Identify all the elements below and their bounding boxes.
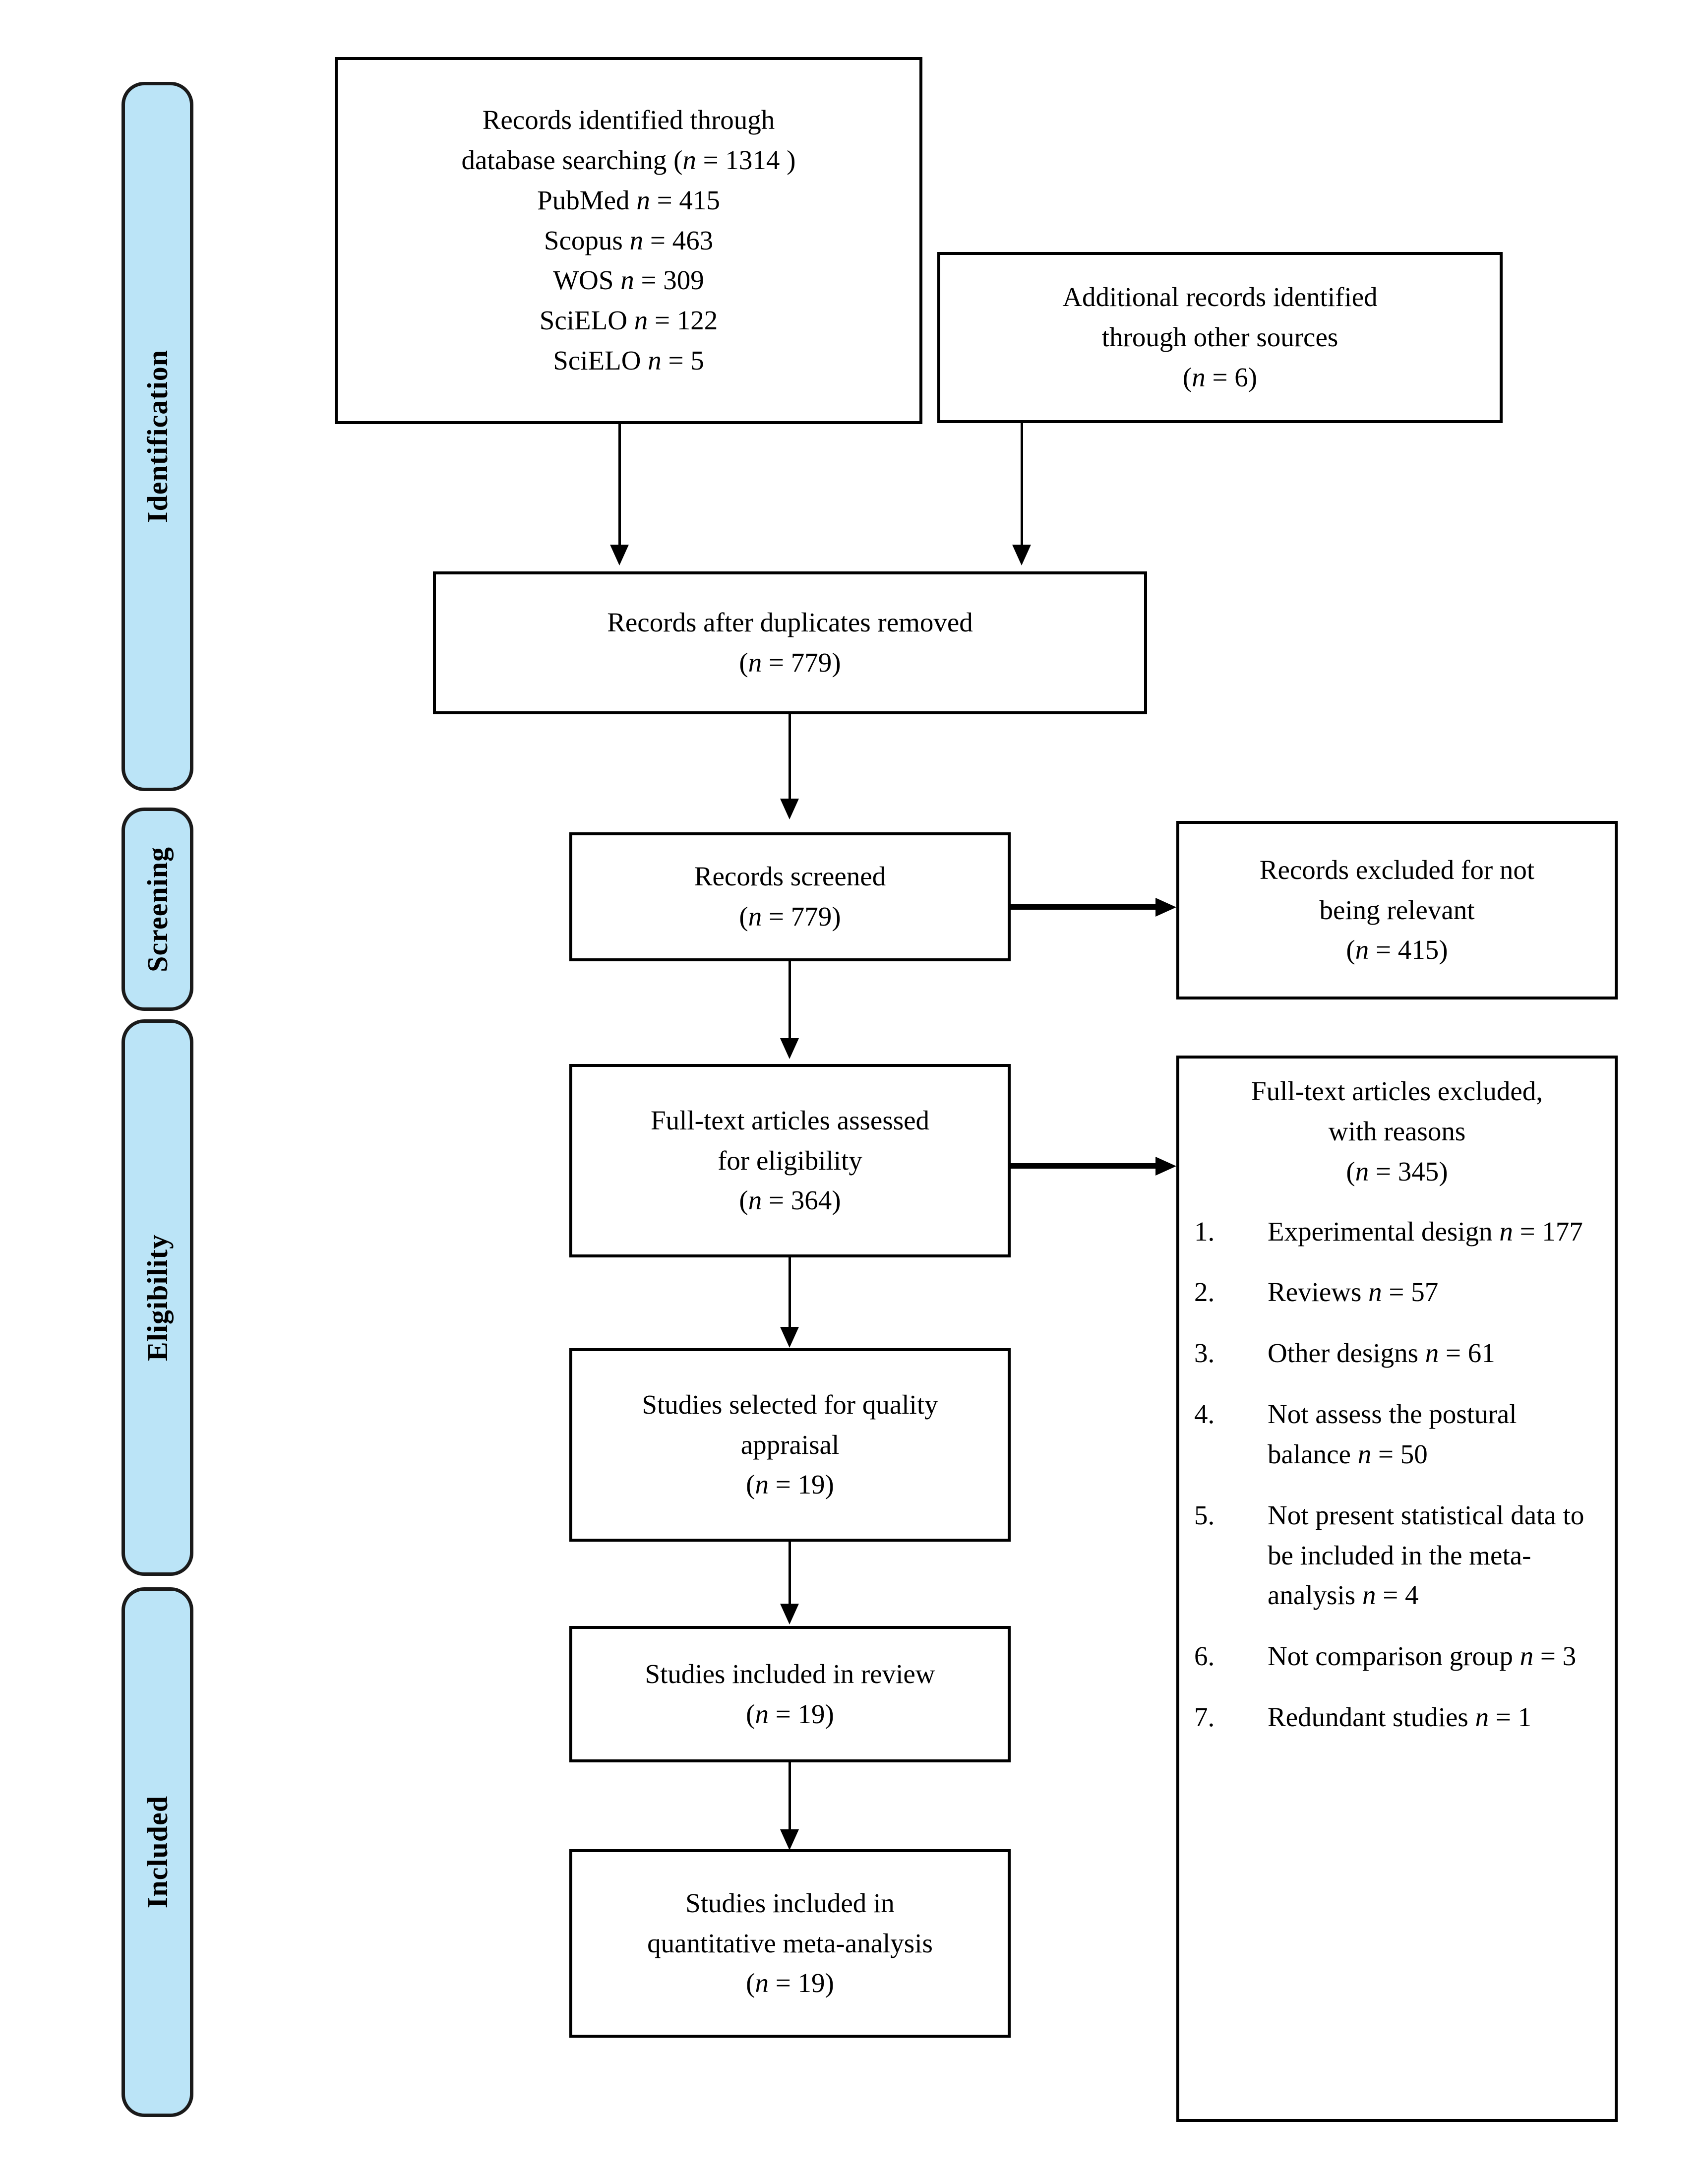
included-meta-line-2: quantitative meta-analysis	[647, 1928, 933, 1958]
box-fulltext-excluded: Full-text articles excluded, with reason…	[1176, 1056, 1618, 2122]
list-item: 4. Not assess the postural balance n = 5…	[1194, 1394, 1600, 1475]
records-identified-line-2: database searching (n = 1314 )	[461, 144, 796, 175]
included-meta-line-1: Studies included in	[685, 1887, 895, 1918]
reason-number: 4.	[1194, 1399, 1215, 1430]
box-fulltext-assessed: Full-text articles assessed for eligibil…	[569, 1064, 1011, 1257]
connector-fulltext-to-excluded	[1011, 1163, 1157, 1169]
list-item: 3. Other designs n = 61	[1194, 1333, 1600, 1373]
included-review-line-1: Studies included in review	[645, 1658, 935, 1689]
arrowhead-appraisal-to-review	[780, 1604, 799, 1624]
records-excluded-line-2: being relevant	[1319, 894, 1475, 925]
box-quality-appraisal: Studies selected for quality appraisal (…	[569, 1348, 1011, 1542]
arrowhead-additional-to-duplicates	[1012, 545, 1031, 565]
connector-identified-to-duplicates	[618, 424, 621, 551]
reason-number: 6.	[1194, 1641, 1215, 1672]
list-item: 6. Not comparison group n = 3	[1194, 1636, 1600, 1677]
reason-number: 5.	[1194, 1499, 1215, 1530]
reason-number: 1.	[1194, 1216, 1215, 1247]
arrowhead-screened-to-excluded	[1155, 898, 1176, 917]
records-identified-line-4: Scopus n = 463	[544, 225, 714, 255]
reason-number: 7.	[1194, 1702, 1215, 1733]
arrowhead-screened-to-fulltext	[780, 1038, 799, 1059]
phase-bar-included: Included	[122, 1587, 193, 2117]
quality-appraisal-line-2: appraisal	[740, 1429, 840, 1460]
reason-number: 3.	[1194, 1338, 1215, 1369]
list-item: 7. Redundant studies n = 1	[1194, 1697, 1600, 1738]
included-review-line-2: (n = 19)	[746, 1698, 834, 1729]
fulltext-assessed-line-1: Full-text articles assessed	[650, 1105, 930, 1135]
arrowhead-identified-to-duplicates	[610, 545, 629, 565]
arrowhead-review-to-meta	[780, 1829, 799, 1850]
list-item: 5. Not present statistical data to be in…	[1194, 1496, 1600, 1616]
reason-text: Redundant studies n = 1	[1268, 1702, 1532, 1733]
records-excluded-line-3: (n = 415)	[1346, 935, 1448, 965]
connector-fulltext-to-appraisal	[789, 1257, 791, 1332]
connector-appraisal-to-review	[789, 1542, 791, 1609]
phase-bar-identification: Identification	[122, 82, 193, 791]
duplicates-removed-line-2: (n = 779)	[739, 647, 841, 678]
records-identified-line-6: SciELO n = 122	[539, 305, 718, 336]
fulltext-assessed-line-2: for eligibility	[718, 1145, 862, 1176]
arrowhead-duplicates-to-screened	[780, 799, 799, 819]
quality-appraisal-line-1: Studies selected for quality	[642, 1389, 938, 1420]
connector-screened-to-fulltext	[789, 961, 791, 1043]
connector-review-to-meta	[789, 1762, 791, 1834]
exclusion-reasons-list: 1. Experimental design n = 177 2. Review…	[1194, 1212, 1600, 1738]
reason-text: Reviews n = 57	[1268, 1277, 1439, 1308]
fulltext-assessed-line-3: (n = 364)	[739, 1185, 841, 1216]
connector-additional-to-duplicates	[1021, 423, 1023, 551]
records-excluded-line-1: Records excluded for not	[1259, 854, 1535, 885]
box-records-screened: Records screened (n = 779)	[569, 832, 1011, 961]
box-additional-records: Additional records identified through ot…	[937, 252, 1503, 423]
additional-records-line-3: (n = 6)	[1182, 362, 1258, 392]
phase-bar-eligibility: Eligibility	[122, 1019, 193, 1576]
arrowhead-fulltext-to-excluded	[1155, 1157, 1176, 1176]
phase-label-included: Included	[141, 1796, 174, 1909]
box-duplicates-removed: Records after duplicates removed (n = 77…	[433, 571, 1147, 714]
connector-duplicates-to-screened	[789, 714, 791, 804]
reason-text: Not comparison group n = 3	[1268, 1641, 1577, 1672]
reason-number: 2.	[1194, 1277, 1215, 1308]
records-identified-line-5: WOS n = 309	[553, 265, 704, 296]
fulltext-excluded-line-1: Full-text articles excluded,	[1251, 1076, 1543, 1106]
phase-label-identification: Identification	[141, 350, 174, 523]
quality-appraisal-line-3: (n = 19)	[746, 1469, 834, 1500]
box-included-review: Studies included in review (n = 19)	[569, 1626, 1011, 1762]
arrowhead-fulltext-to-appraisal	[780, 1327, 799, 1348]
records-screened-line-2: (n = 779)	[739, 901, 841, 932]
box-included-meta-analysis: Studies included in quantitative meta-an…	[569, 1849, 1011, 2038]
reason-text: Experimental design n = 177	[1268, 1216, 1583, 1247]
fulltext-excluded-header: Full-text articles excluded, with reason…	[1194, 1071, 1600, 1192]
list-item: 2. Reviews n = 57	[1194, 1272, 1600, 1312]
records-identified-line-3: PubMed n = 415	[537, 185, 720, 215]
included-meta-line-3: (n = 19)	[746, 1968, 834, 1998]
box-records-identified: Records identified through database sear…	[335, 57, 922, 424]
phase-bar-screening: Screening	[122, 808, 193, 1011]
reason-text: Not assess the postural balance n = 50	[1268, 1399, 1517, 1469]
reason-text: Other designs n = 61	[1268, 1338, 1495, 1369]
box-records-excluded: Records excluded for not being relevant …	[1176, 821, 1618, 999]
connector-screened-to-excluded	[1011, 904, 1157, 910]
phase-label-eligibility: Eligibility	[141, 1234, 174, 1361]
duplicates-removed-line-1: Records after duplicates removed	[607, 607, 973, 638]
list-item: 1. Experimental design n = 177	[1194, 1212, 1600, 1252]
additional-records-line-2: through other sources	[1101, 322, 1338, 353]
fulltext-excluded-line-2: with reasons	[1328, 1116, 1466, 1146]
reason-text: Not present statistical data to be inclu…	[1268, 1499, 1584, 1611]
fulltext-excluded-line-3: (n = 345)	[1346, 1156, 1448, 1186]
records-screened-line-1: Records screened	[694, 861, 886, 892]
records-identified-line-7: SciELO n = 5	[553, 345, 704, 376]
phase-label-screening: Screening	[141, 846, 174, 972]
records-identified-line-1: Records identified through	[482, 105, 775, 135]
additional-records-line-1: Additional records identified	[1062, 282, 1378, 312]
